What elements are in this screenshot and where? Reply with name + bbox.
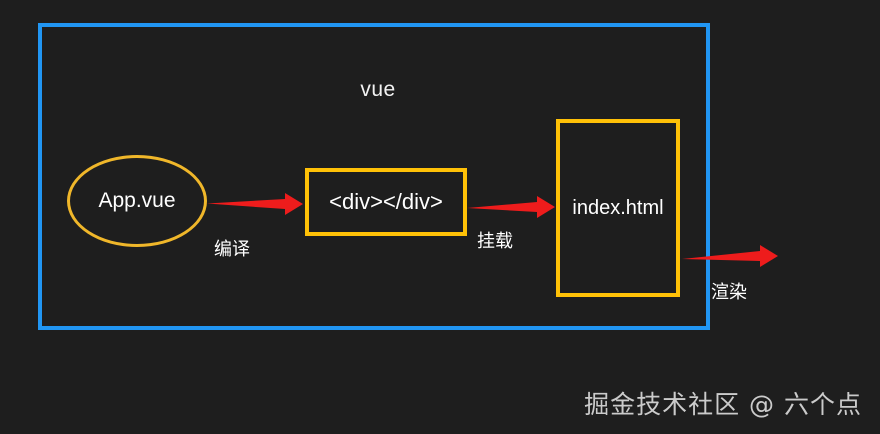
node-index-html: index.html bbox=[556, 119, 680, 297]
node-index-html-label: index.html bbox=[572, 196, 664, 219]
arrow-render-icon bbox=[682, 245, 778, 267]
node-div: <div></div> bbox=[305, 168, 467, 236]
arrow-compile-icon bbox=[207, 193, 303, 215]
edge-label-compile: 编译 bbox=[214, 239, 250, 260]
edge-label-mount: 挂载 bbox=[477, 231, 513, 252]
vue-container: vue bbox=[38, 23, 710, 330]
vue-container-title: vue bbox=[360, 78, 396, 101]
node-app-vue: App.vue bbox=[67, 155, 207, 247]
node-app-vue-label: App.vue bbox=[98, 189, 176, 212]
node-div-label: <div></div> bbox=[329, 189, 443, 214]
edge-label-render: 渲染 bbox=[711, 282, 747, 303]
watermark: 掘金技术社区 @ 六个点 bbox=[584, 390, 862, 419]
arrow-mount-icon bbox=[467, 196, 555, 218]
